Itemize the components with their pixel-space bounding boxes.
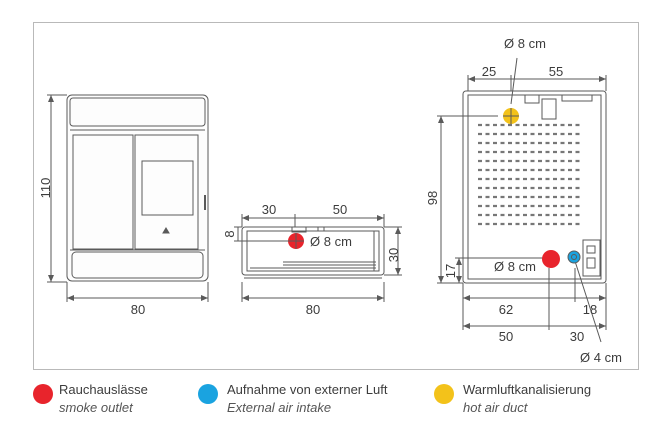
rear-dim-bottom-left: 62 [499,302,513,317]
rear-dim-top-right: 55 [549,64,563,79]
top-view [234,214,402,302]
front-view [47,94,209,302]
legend-hotair-dot [434,384,454,404]
top-dim-depth: 30 [386,248,401,262]
legend-smoke-subtitle: smoke outlet [59,400,133,415]
rear-dim-top-left: 25 [482,64,496,79]
rear-dim-base-right: 30 [570,329,584,344]
rear-hot-air-pipe-label: Ø 8 cm [504,36,546,51]
top-dim-right: 50 [333,202,347,217]
rear-dim-base-left: 50 [499,329,513,344]
rear-height-label: 98 [425,191,440,205]
legend-smoke-title: Rauchauslässe [59,382,148,397]
top-dim-side: 8 [222,230,237,237]
rear-outlet-label: Ø 8 cm [494,259,536,274]
rear-smoke-outlet-marker [542,250,560,268]
rear-dim-bottom-right: 18 [583,302,597,317]
legend-intake-subtitle: External air intake [227,400,332,415]
legend-intake-dot [198,384,218,404]
rear-hot-air-marker [503,108,519,124]
front-height-label: 110 [38,178,53,199]
dimension-arrowheads [48,76,606,329]
legend-hotair-title: Warmluftkanalisierung [463,382,592,397]
rear-air-intake-marker [567,250,581,264]
legend-hotair-subtitle: hot air duct [463,400,528,415]
legend-smoke-dot [33,384,53,404]
rear-view [437,57,607,343]
legend-intake-title: Aufnahme von externer Luft [227,382,388,397]
top-view-smoke-outlet-marker [288,233,304,249]
top-dim-left: 30 [262,202,276,217]
front-width-label: 80 [131,302,145,317]
diagram-frame [33,22,639,370]
rear-low-height-label: 17 [443,264,458,278]
top-outlet-label: Ø 8 cm [310,234,352,249]
rear-intake-label: Ø 4 cm [580,350,622,365]
top-dim-width: 80 [306,302,320,317]
